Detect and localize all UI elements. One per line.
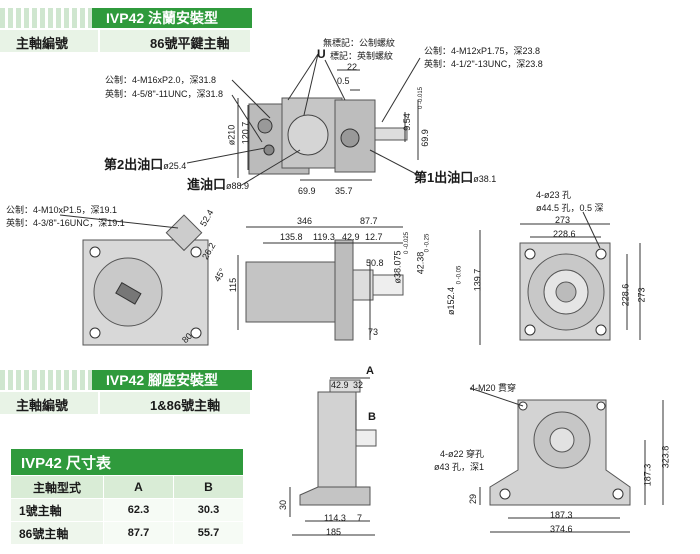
dimension-table: IVP42 尺寸表 主軸型式 A B 1號主軸 62.3 30.3 86號主軸 … — [10, 448, 244, 545]
title-stripe — [0, 8, 92, 28]
foot-dim-7: 7 — [357, 513, 363, 523]
dim-152-4: ø152.4 — [446, 286, 457, 316]
table-row: 86號主軸 87.7 55.7 — [10, 521, 244, 545]
mid-body — [245, 261, 342, 323]
shaft-label: 主軸編號 — [16, 36, 69, 51]
right-imperial: 英制：4-1/2"-13UNC，深23.8 — [424, 59, 543, 69]
row-b: 30.3 — [173, 498, 244, 522]
thread-mark-metric: 無標記：公制螺紋 — [323, 38, 396, 48]
tol-4238: 0 -0.25 — [424, 233, 431, 253]
dim-42-9: 42.9 — [342, 232, 360, 242]
dim-42-38: 42.38 — [415, 251, 426, 275]
port2-circle — [257, 118, 273, 134]
pump-shaft-top — [374, 127, 408, 141]
side-imperial: 英制：4-3/8"-16UNC，深19.1 — [6, 218, 125, 228]
row-b: 55.7 — [173, 521, 244, 545]
foot-dim-29: 29 — [468, 493, 479, 505]
flange-shaft-row: 主軸編號 86號平鍵主軸 — [0, 29, 250, 52]
mid-flange — [334, 239, 354, 341]
foot-dim-32: 32 — [353, 380, 364, 390]
shaft-value: 1&86號主軸 — [150, 398, 221, 413]
dim-119-3: 119.3 — [313, 232, 335, 242]
dim-273-top: 273 — [555, 215, 571, 225]
dim-73: 73 — [368, 327, 379, 337]
foot-m20: 4-M20 貫穿 — [470, 383, 517, 393]
foot-title: IVP42 腳座安裝型 — [92, 370, 252, 390]
col-type: 主軸型式 — [10, 475, 104, 499]
shaft-value: 86號平鍵主軸 — [150, 36, 230, 51]
col-a: A — [103, 475, 174, 499]
port-in-label: 進油口ø88.9 — [187, 177, 250, 192]
row-type: 1號主軸 — [10, 498, 104, 522]
dim-273-side: 273 — [636, 287, 647, 303]
port2-label: 第2出油口ø25.4 — [104, 157, 187, 172]
tol-38: 0 -0.025 — [404, 231, 411, 255]
foot-side-body — [317, 391, 357, 488]
divider — [98, 392, 100, 414]
left-imperial: 英制：4-5/8"-11UNC，深31.8 — [105, 89, 224, 99]
foot-dim-187-3-side: 187.3 — [642, 463, 653, 487]
foot-dim-b: B — [368, 411, 376, 423]
dim-12-7: 12.7 — [365, 232, 383, 242]
foot-dim-185: 185 — [326, 527, 342, 537]
table-row: 1號主軸 62.3 30.3 — [10, 498, 244, 522]
foot-shaft-row: 主軸編號 1&86號主軸 — [0, 391, 250, 414]
dim-135-8: 135.8 — [280, 232, 303, 242]
title-stripe — [0, 370, 92, 390]
dim-69-9-right: 69.9 — [419, 129, 430, 147]
foot-title-bar: IVP42 腳座安裝型 — [0, 370, 252, 390]
dim-38-075: ø38.075 — [392, 250, 403, 284]
port-in-circle — [287, 114, 329, 156]
right-metric: 公制：4-M12xP1.75，深23.8 — [424, 46, 541, 56]
side-port-detail — [165, 214, 203, 252]
dim-139-7: 139.7 — [472, 268, 483, 292]
dim-115: 115 — [228, 277, 239, 293]
foot-holes2: ø43 孔，深1 — [434, 462, 485, 472]
divider — [98, 30, 100, 52]
dim-0-5: 0.5 — [337, 76, 350, 86]
right-holes2: ø44.5 孔，0.5 深 — [536, 203, 604, 213]
row-type: 86號主軸 — [10, 521, 104, 545]
thread-mark-u: U — [317, 47, 326, 61]
dim-210: ø210 — [226, 124, 237, 146]
dim-22: 22 — [347, 62, 358, 72]
foot-holes: 4-ø22 穿孔 — [440, 449, 485, 459]
foot-dim-187-3: 187.3 — [550, 510, 573, 520]
flange-title: IVP42 法蘭安裝型 — [92, 8, 252, 28]
dim-69-9-bottom: 69.9 — [298, 186, 316, 196]
col-b: B — [173, 475, 244, 499]
left-metric: 公制：4-M16xP2.0，深31.8 — [105, 75, 217, 85]
foot-dim-a: A — [366, 365, 374, 377]
shaft-label: 主軸編號 — [16, 398, 69, 413]
side-metric: 公制：4-M10xP1.5，深19.1 — [6, 205, 118, 215]
dim-87-7: 87.7 — [360, 216, 378, 226]
row-a: 62.3 — [103, 498, 174, 522]
dim-50-8: 50.8 — [366, 258, 384, 268]
foot-dim-323-8: 323.8 — [660, 445, 671, 469]
foot-dim-114-3: 114.3 — [324, 513, 346, 523]
foot-dim-30: 30 — [278, 499, 289, 511]
row-a: 87.7 — [103, 521, 174, 545]
port1-circle — [340, 128, 360, 148]
foot-dim-42-9: 42.9 — [331, 380, 349, 390]
dim-228-6-side: 228.6 — [620, 283, 631, 307]
mid-shaft — [372, 274, 404, 296]
dim-120-7: 120.7 — [240, 121, 251, 145]
dim-35-7: 35.7 — [335, 186, 353, 196]
foot-dim-374-6: 374.6 — [550, 524, 573, 534]
tol-9-54: 0 -0.015 — [418, 86, 425, 110]
table-title: IVP42 尺寸表 — [10, 448, 244, 476]
thread-mark-unc: 標記：英制螺紋 — [330, 51, 394, 61]
dim-228-6-top: 228.6 — [553, 229, 576, 239]
flange-title-bar: IVP42 法蘭安裝型 — [0, 8, 252, 28]
dim-9-54: 9.54 — [401, 113, 412, 131]
right-holes: 4-ø23 孔 — [536, 190, 572, 200]
port1-label: 第1出油口ø38.1 — [414, 170, 497, 185]
dim-346: 346 — [297, 216, 313, 226]
tol-152: 0 -0.05 — [456, 265, 463, 285]
